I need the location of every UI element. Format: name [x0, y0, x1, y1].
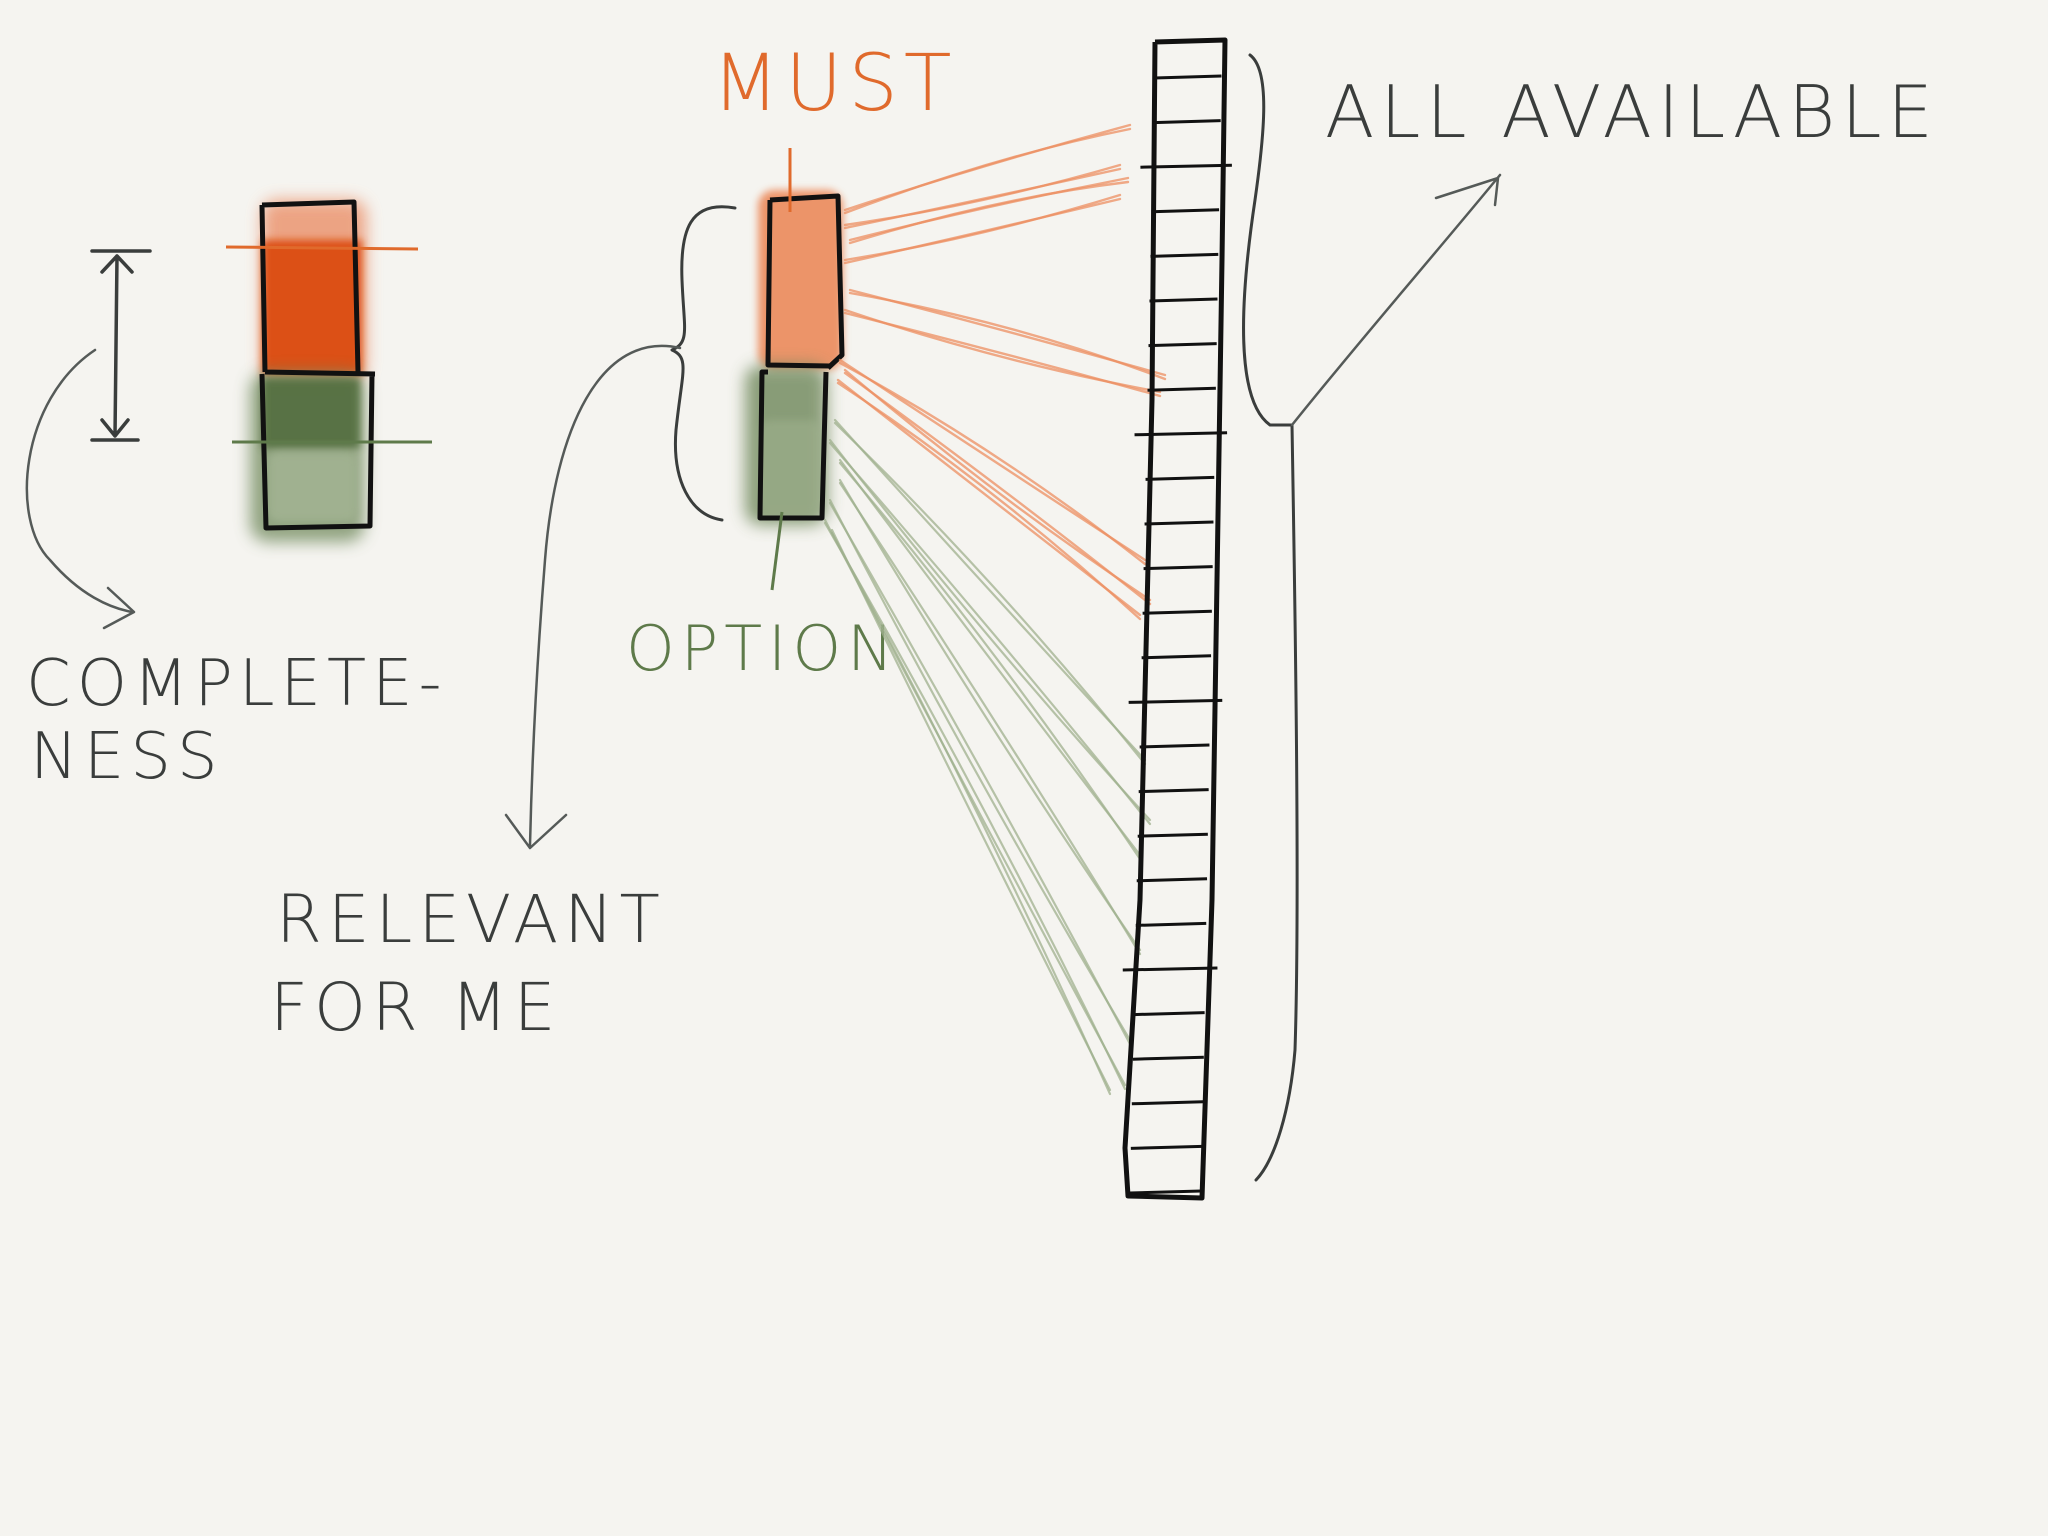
all-available-scale: ALL AVAILABLE	[1122, 37, 1939, 1201]
all-available-pointer-arrow	[1290, 173, 1502, 427]
scale-segment-tick	[1154, 74, 1222, 80]
orange-connector-line	[848, 291, 1167, 381]
orange-connector-line	[843, 371, 1152, 606]
orange-connector-line	[843, 167, 1122, 230]
scale-segment-tick	[1144, 520, 1214, 526]
relevant-label-line2: FOR ME	[270, 969, 561, 1046]
option-label: OPTION	[626, 612, 900, 685]
scale-brace	[1242, 53, 1299, 1182]
scale-segment-tick	[1147, 386, 1216, 392]
orange-connector-line	[843, 127, 1132, 215]
green-connector-line	[833, 421, 1147, 766]
must-label: MUST	[712, 39, 958, 129]
completeness-label-line1: COMPLETE-	[26, 647, 448, 721]
scale-segment-tick	[1131, 1100, 1204, 1106]
scale-segment-tick	[1153, 119, 1221, 125]
completeness-option-core	[262, 378, 360, 448]
scale-segment-tick	[1122, 966, 1218, 972]
green-connector-line	[828, 438, 1152, 822]
completeness-must-core	[262, 240, 362, 375]
relevance-pointer-arrow	[504, 344, 682, 850]
completeness-indicator: COMPLETE- NESS	[25, 199, 448, 794]
scale-segment-tick	[1129, 1189, 1202, 1195]
orange-connector-line	[848, 180, 1130, 245]
scale-segment-tick	[1135, 921, 1207, 927]
scale-segment-tick	[1130, 1144, 1203, 1150]
option-fill-light	[758, 420, 823, 515]
orange-connector-line	[843, 308, 1162, 394]
orange-connector-line	[843, 311, 1162, 398]
scale-segment-tick	[1137, 832, 1208, 838]
green-connector-line	[838, 478, 1142, 952]
scale-segment-tick	[1150, 252, 1219, 258]
green-connector-line	[838, 461, 1142, 861]
scale-segment-tick	[1142, 609, 1212, 615]
scale-segment-tick	[1133, 1011, 1205, 1017]
relevance-brace	[670, 205, 737, 522]
scale-segment-tick	[1134, 431, 1228, 437]
orange-connector-line	[843, 197, 1122, 265]
completeness-label-line2: NESS	[30, 720, 224, 794]
relevant-label-line1: RELEVANT	[276, 881, 666, 958]
orange-connector-line	[843, 193, 1122, 262]
scale-segment-tick	[1139, 743, 1210, 749]
green-connector-line	[830, 531, 1112, 1096]
green-connector-line	[838, 481, 1142, 956]
all-available-label: ALL AVAILABLE	[1325, 70, 1939, 154]
green-connector-line	[830, 528, 1112, 1092]
option-tick	[770, 511, 784, 591]
scale-segment-tick	[1132, 1055, 1204, 1061]
completeness-range-arrow	[90, 249, 152, 442]
relevance-box: MUST OPTION RELEVANT FOR ME	[270, 39, 958, 1046]
green-connector-line	[828, 441, 1152, 826]
completeness-top-marker	[225, 245, 419, 251]
orange-connector-line	[838, 361, 1147, 566]
scale-segment-tick	[1145, 475, 1215, 481]
scale-segment-tick	[1148, 342, 1217, 348]
completeness-option-light	[268, 452, 356, 522]
scale-segment-tick	[1138, 788, 1209, 794]
completeness-pointer-arrow	[25, 348, 136, 630]
scale-segment-tick	[1128, 698, 1223, 704]
connector-lines	[823, 123, 1167, 1096]
relevance-box-outline	[757, 193, 845, 521]
scale-segment-tick	[1151, 208, 1220, 214]
scale-segment-tick	[1140, 163, 1232, 169]
scale-segment-tick	[1141, 654, 1212, 660]
orange-connector-line	[836, 381, 1142, 621]
completeness-box-outline	[259, 199, 376, 531]
orange-connector-line	[843, 163, 1122, 227]
scale-segments	[1122, 74, 1232, 1195]
green-connector-line	[828, 498, 1132, 1042]
scale-segment-tick	[1143, 565, 1213, 571]
scale-segment-tick	[1149, 297, 1218, 303]
green-connector-line	[828, 501, 1132, 1046]
scale-outline	[1122, 37, 1228, 1201]
must-fill	[758, 190, 843, 370]
green-connector-line	[838, 458, 1142, 857]
scale-segment-tick	[1136, 877, 1208, 883]
